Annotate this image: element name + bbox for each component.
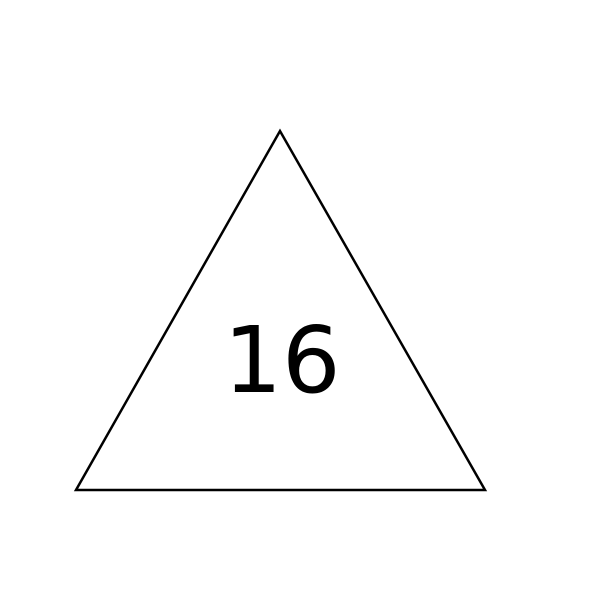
- triangle-shape: [73, 128, 488, 492]
- triangle-number-label: 16: [223, 307, 340, 414]
